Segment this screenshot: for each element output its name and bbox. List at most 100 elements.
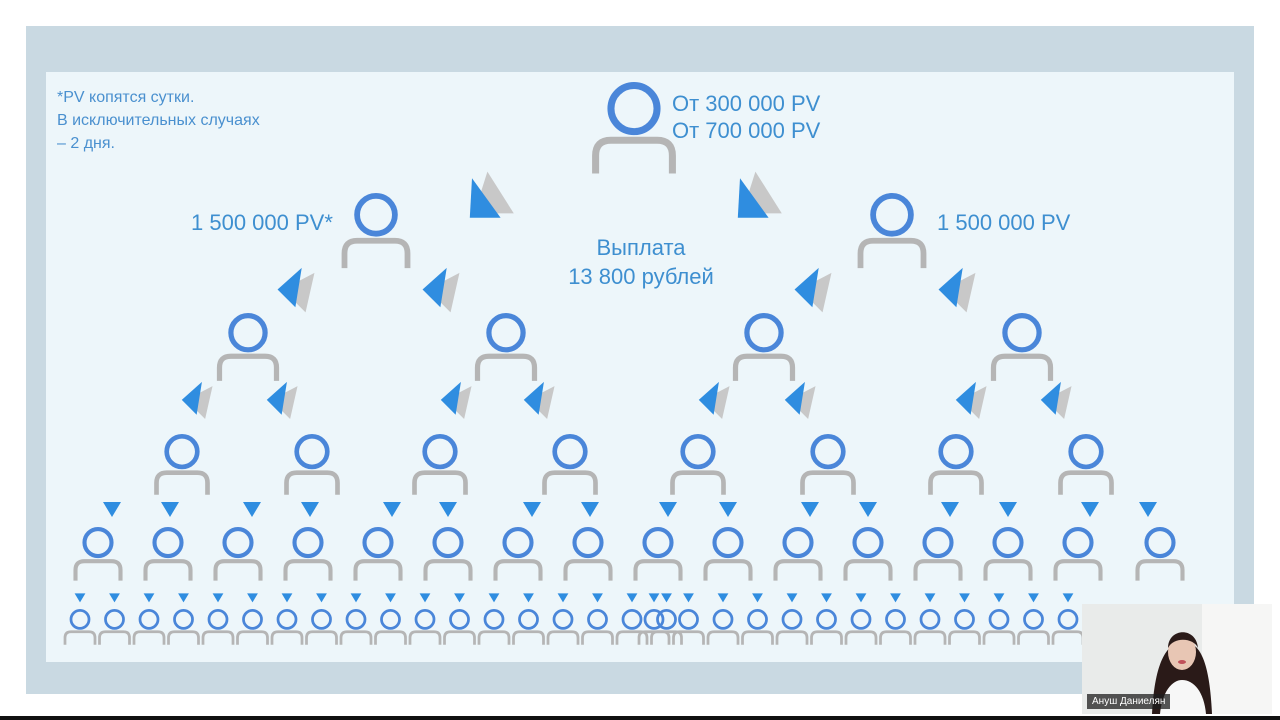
person-icon [592, 81, 676, 174]
person-icon [270, 609, 304, 645]
person-icon [542, 434, 598, 495]
triangle-arrow-icon [786, 593, 798, 603]
triangle-arrow-icon [581, 502, 599, 517]
person-icon [637, 609, 671, 645]
person-icon [633, 527, 683, 581]
person-icon [672, 609, 705, 645]
person-icon [844, 609, 878, 645]
triangle-arrow-icon [959, 593, 970, 603]
person-icon [810, 609, 843, 645]
payout-text: Выплата 13 800 рублей [556, 233, 726, 291]
right-branch-pv: 1 500 000 PV [937, 210, 1071, 235]
note-line: В исключительных случаях [57, 112, 260, 129]
triangle-arrow-icon [1028, 593, 1039, 603]
triangle-arrow-icon [737, 171, 782, 218]
triangle-arrow-icon [277, 267, 315, 313]
participant-video-tile[interactable]: Ануш Даниелян [1082, 604, 1272, 714]
triangle-arrow-icon [890, 593, 901, 603]
triangle-arrow-icon [161, 502, 179, 517]
triangle-arrow-icon [74, 593, 86, 603]
triangle-arrow-icon [717, 593, 729, 603]
triangle-arrow-icon [143, 593, 155, 603]
person-icon [732, 312, 796, 381]
person-icon [843, 527, 893, 581]
person-icon [236, 609, 269, 645]
triangle-arrow-icon [993, 593, 1005, 603]
person-icon [800, 434, 856, 495]
person-icon [341, 193, 411, 269]
triangle-arrow-icon [419, 593, 431, 603]
triangle-arrow-icon [178, 593, 189, 603]
top-pv-line: От 700 000 PV [672, 118, 821, 143]
person-icon [563, 527, 613, 581]
triangle-arrow-icon [626, 593, 638, 603]
triangle-arrow-icon [523, 502, 541, 517]
person-icon [615, 609, 649, 645]
triangle-arrow-icon [454, 593, 465, 603]
person-icon [132, 609, 166, 645]
note-line: *PV копятся сутки. [57, 89, 195, 106]
person-icon [706, 609, 740, 645]
person-icon [374, 609, 407, 645]
triangle-arrow-icon [557, 593, 569, 603]
person-icon [1135, 527, 1185, 581]
person-icon [546, 609, 580, 645]
triangle-arrow-icon [316, 593, 327, 603]
person-icon [857, 193, 927, 269]
person-icon [423, 527, 473, 581]
triangle-arrow-icon [266, 381, 298, 419]
person-icon [474, 312, 538, 381]
triangle-arrow-icon [301, 502, 319, 517]
triangle-arrow-icon [648, 593, 660, 603]
triangle-arrow-icon [1040, 381, 1072, 419]
person-icon [773, 527, 823, 581]
top-pv-line: От 300 000 PV [672, 91, 821, 116]
triangle-arrow-icon [924, 593, 936, 603]
person-icon [928, 434, 984, 495]
person-icon [581, 609, 614, 645]
person-icon [305, 609, 338, 645]
payout-label: Выплата [596, 235, 686, 260]
triangle-arrow-icon [1081, 502, 1099, 517]
triangle-arrow-icon [659, 502, 677, 517]
triangle-arrow-icon [523, 593, 534, 603]
triangle-arrow-icon [212, 593, 224, 603]
triangle-arrow-icon [440, 381, 472, 419]
payout-amount: 13 800 рублей [568, 264, 714, 289]
person-icon [443, 609, 476, 645]
person-icon [990, 312, 1054, 381]
triangle-arrow-icon [385, 593, 396, 603]
person-icon [167, 609, 200, 645]
triangle-arrow-icon [999, 502, 1017, 517]
triangle-arrow-icon [592, 593, 603, 603]
person-icon [493, 527, 543, 581]
triangle-arrow-icon [955, 381, 987, 419]
person-icon [1058, 434, 1114, 495]
person-icon [983, 527, 1033, 581]
top-pv-text: От 300 000 PV От 700 000 PV [672, 90, 820, 144]
person-icon [213, 527, 263, 581]
person-icon [913, 527, 963, 581]
triangle-arrow-icon [683, 593, 694, 603]
person-icon [98, 609, 131, 645]
triangle-arrow-icon [281, 593, 293, 603]
triangle-arrow-icon [383, 502, 401, 517]
person-icon [741, 609, 774, 645]
person-icon [1017, 609, 1050, 645]
triangle-arrow-icon [698, 381, 730, 419]
triangle-arrow-icon [941, 502, 959, 517]
pv-note: *PV копятся сутки. В исключительных случ… [57, 86, 260, 155]
person-icon [670, 434, 726, 495]
person-icon [201, 609, 235, 645]
triangle-arrow-icon [350, 593, 362, 603]
triangle-arrow-icon [752, 593, 763, 603]
person-icon [775, 609, 809, 645]
person-icon [216, 312, 280, 381]
triangle-arrow-icon [661, 593, 672, 603]
person-icon [408, 609, 442, 645]
triangle-arrow-icon [821, 593, 832, 603]
person-icon [512, 609, 545, 645]
person-icon [1051, 609, 1085, 645]
triangle-arrow-icon [469, 171, 514, 218]
